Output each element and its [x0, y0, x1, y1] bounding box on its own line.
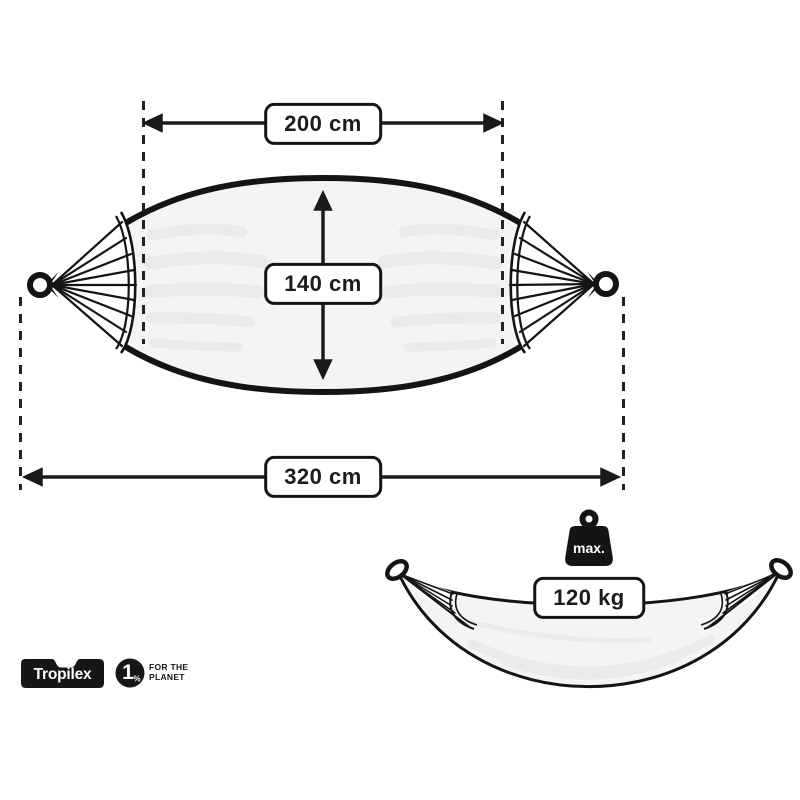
side-loop-right-icon: [769, 558, 793, 580]
one-percent-line2: PLANET: [149, 671, 185, 682]
hammock-loop-right-icon: [593, 271, 619, 297]
dimension-label-spread-width: 200 cm: [264, 102, 382, 146]
dimension-arrows: [21, 113, 622, 487]
fabric-streaks-left: [143, 223, 269, 352]
hammock-top-view-icon: [27, 175, 619, 395]
dimension-label-total-length: 320 cm: [264, 455, 382, 499]
hammock-loop-left-icon: [27, 272, 53, 298]
side-fabric-streaks: [467, 619, 715, 680]
one-percent-sign: %: [133, 674, 141, 684]
one-percent-line1: FOR THE: [149, 662, 189, 672]
one-percent-number: 1: [122, 661, 134, 684]
hammock-strings-left: [50, 220, 138, 348]
weight-icon: [565, 509, 613, 566]
tropilex-logo-shape: [21, 659, 104, 688]
gathered-band-right: [509, 211, 531, 354]
dashed-guide-lines: [19, 101, 625, 490]
side-gathered-band-right: [700, 590, 729, 630]
side-gathered-band-left: [449, 590, 478, 630]
dimension-label-max-weight: 120 kg: [533, 576, 645, 620]
hammock-side-view-icon: [385, 558, 793, 688]
one-percent-logo-shape: [115, 658, 145, 688]
max-weight-prefix: max.: [573, 540, 605, 556]
tropilex-logo: Tropilex: [33, 666, 92, 683]
hammock-strings-right: [508, 220, 596, 348]
gathered-band-left: [115, 211, 137, 354]
side-strings-right: [706, 572, 779, 629]
side-loop-left-icon: [385, 559, 409, 581]
fabric-streaks-right: [377, 223, 503, 352]
dimension-label-bed-height: 140 cm: [264, 262, 382, 306]
string-area-left: [50, 213, 135, 352]
string-area-right: [511, 213, 596, 352]
one-percent-for-the-planet-logo: FOR THE PLANET: [149, 662, 189, 682]
